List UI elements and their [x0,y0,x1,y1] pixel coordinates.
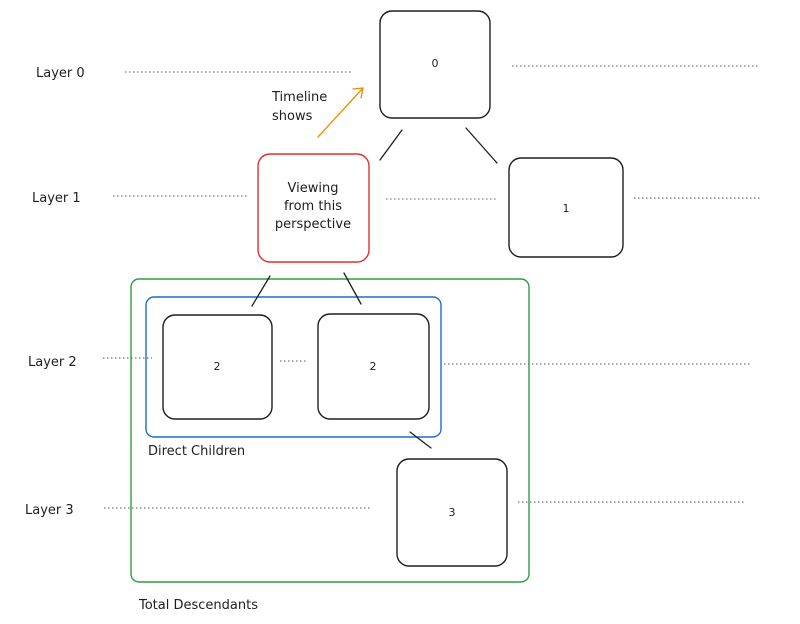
perspective-line-3: perspective [275,217,351,232]
edge-0-to-1 [465,127,498,164]
edge-perspective-to-2b [343,272,362,305]
layer-1-label: Layer 1 [32,191,81,206]
timeline-note-line-1: Timeline [271,90,327,105]
edge-perspective-to-2a [251,275,271,307]
total-descendants-frame [130,278,530,583]
edge-0-to-perspective [379,129,403,161]
node-0-box [379,10,491,119]
node-3-label: 3 [449,506,456,519]
timeline-arrow-head [352,87,364,99]
perspective-node-box [257,153,370,263]
layer-3-label: Layer 3 [25,503,74,518]
timeline-arrow-shaft [317,87,364,138]
node-1-label: 1 [563,202,570,215]
node-2a-box [162,314,273,420]
timeline-note-line-2: shows [272,109,313,124]
perspective-line-2: from this [284,199,342,214]
node-3-box [396,458,508,567]
node-2a-label: 2 [214,360,221,373]
perspective-line-1: Viewing [288,181,339,196]
node-2b-label: 2 [370,360,377,373]
node-1-box [508,157,624,258]
layer-2-label: Layer 2 [28,355,77,370]
node-0-label: 0 [432,57,439,70]
direct-children-label: Direct Children [148,444,245,459]
edge-2b-to-3 [409,431,432,449]
node-2b-box [317,313,430,420]
total-descendants-label: Total Descendants [138,598,258,613]
direct-children-frame [145,296,442,438]
layer-0-label: Layer 0 [36,66,85,81]
